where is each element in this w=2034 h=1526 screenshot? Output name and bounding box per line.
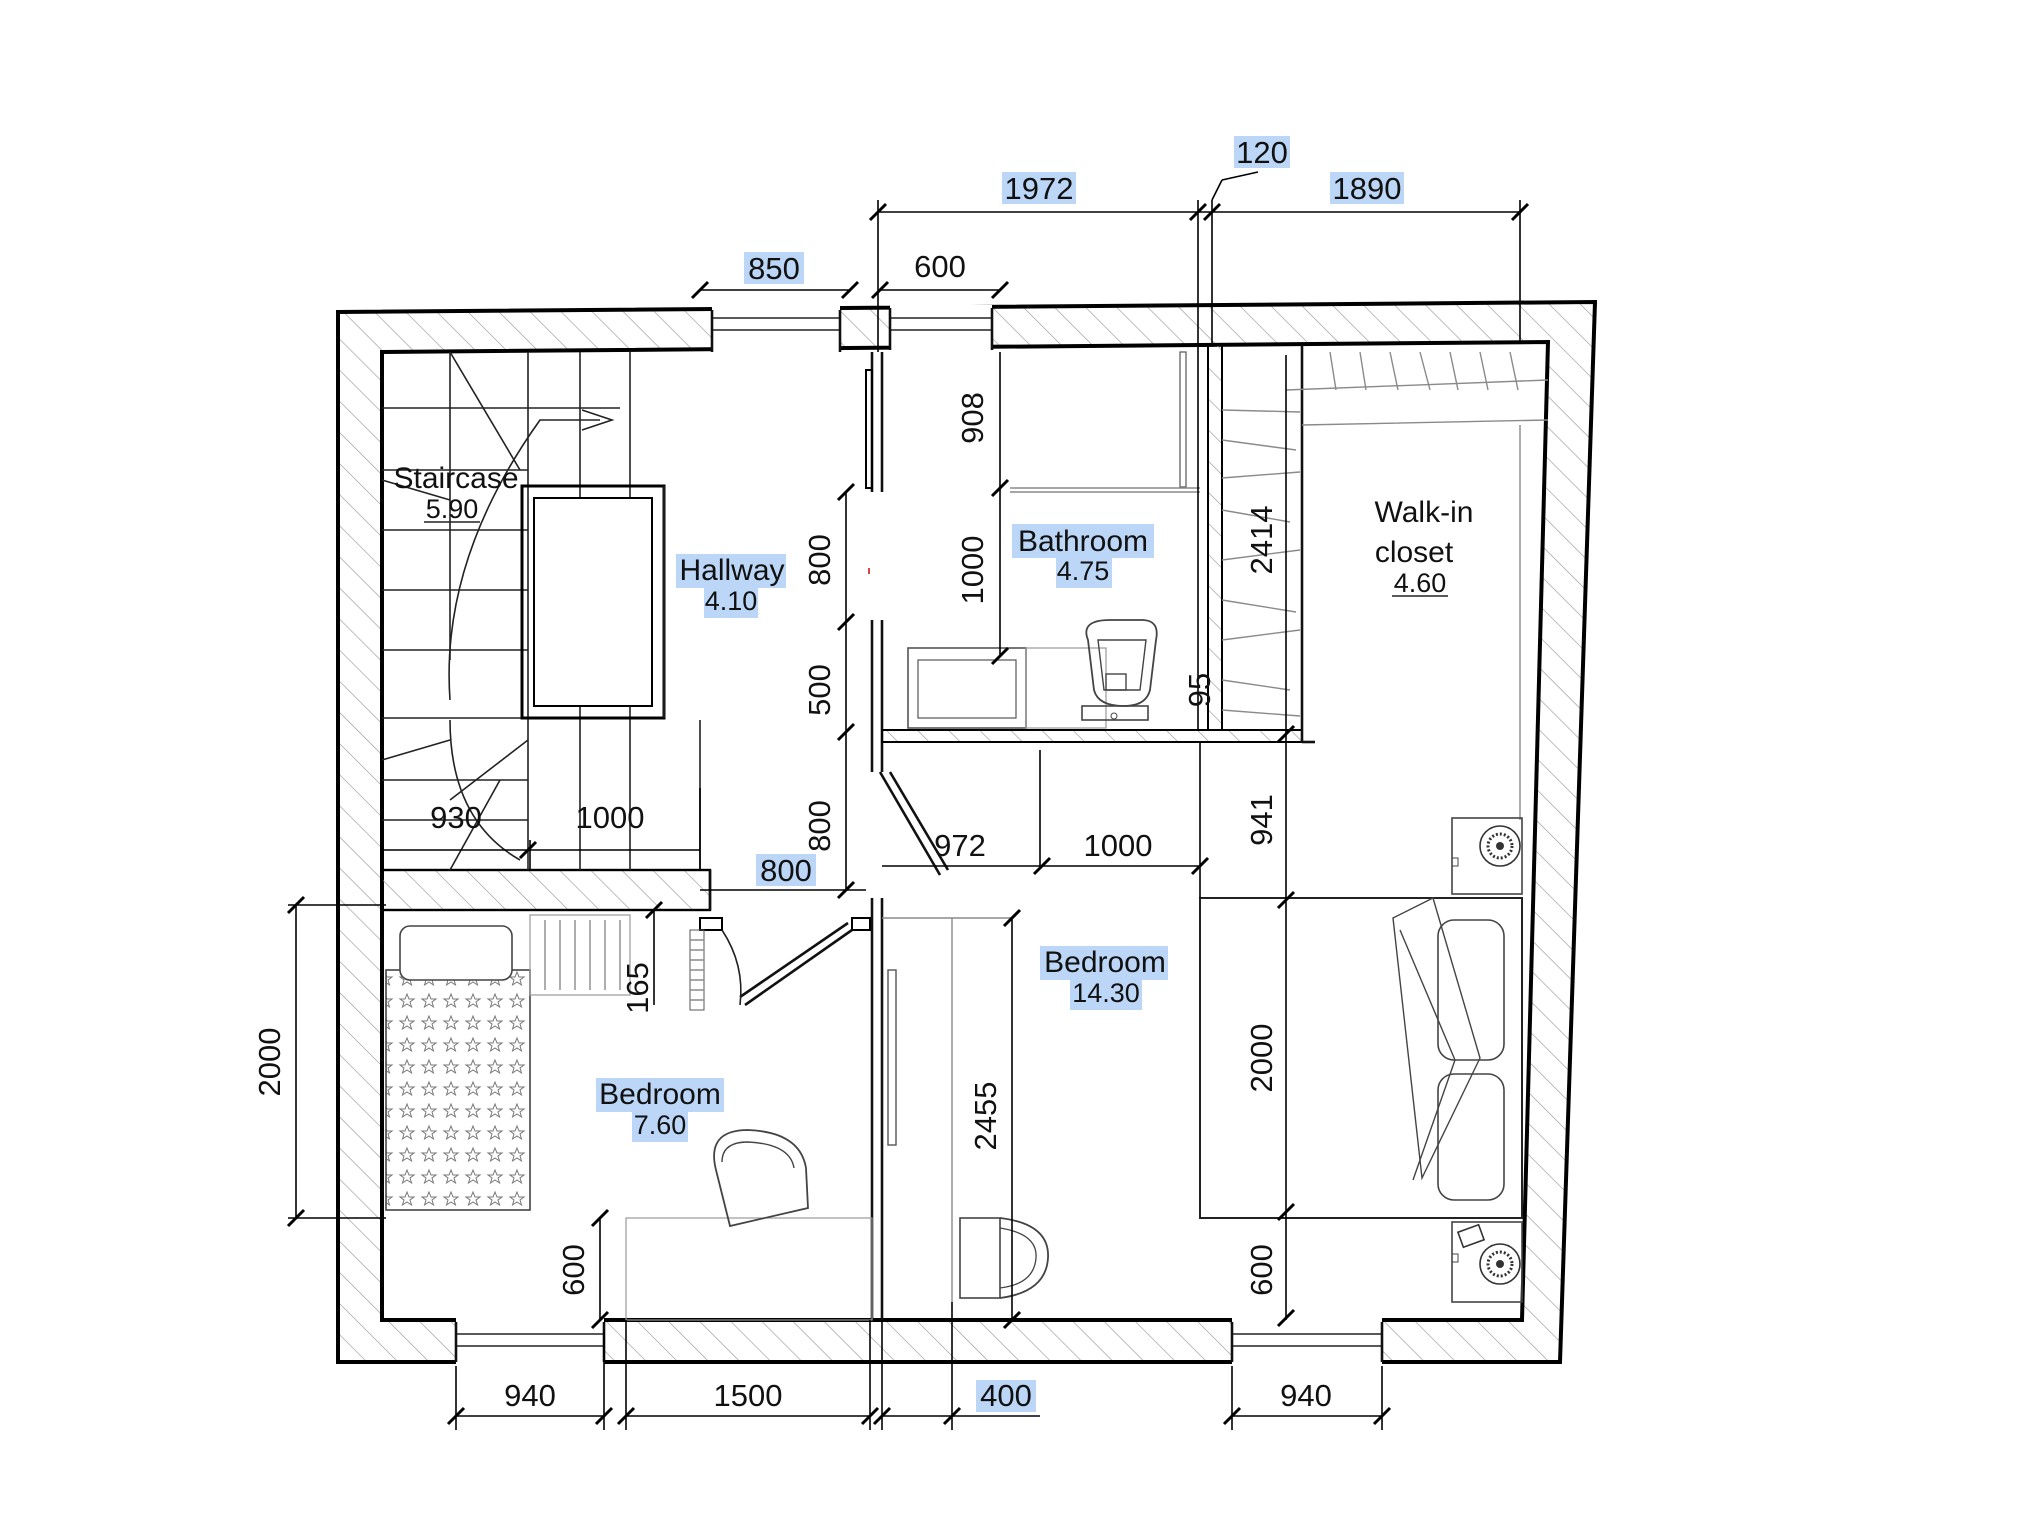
dim-930: 930 <box>430 800 482 835</box>
closet-shelving <box>1221 351 1549 820</box>
dimension-lines <box>286 171 1530 1430</box>
dimension-labels: 120 1972 1890 850 600 908 1000 800 500 8… <box>252 135 1404 1413</box>
exterior-walls <box>336 299 1598 1366</box>
room-labels: Staircase 5.90 Hallway 4.10 Bathroom 4.7… <box>393 462 1473 1142</box>
dim-95: 95 <box>1182 673 1217 707</box>
dim-1972: 1972 <box>1005 171 1074 206</box>
dim-850: 850 <box>748 251 800 286</box>
dim-972: 972 <box>934 828 986 863</box>
toilet-icon <box>1081 619 1158 721</box>
dim-120: 120 <box>1236 135 1288 170</box>
dim-1000-bed: 1000 <box>1084 828 1153 863</box>
doors <box>721 369 1012 1302</box>
dim-2455: 2455 <box>968 1082 1003 1151</box>
staircase-drawing <box>381 351 701 871</box>
dim-941: 941 <box>1244 794 1279 846</box>
lamp-icon <box>1479 1243 1521 1285</box>
room-staircase-name: Staircase <box>393 462 518 495</box>
dim-2000-bed: 2000 <box>1244 1024 1279 1093</box>
vanity-chair-icon <box>959 1217 1049 1299</box>
dim-400: 400 <box>980 1378 1032 1413</box>
room-bedroom-small-name: Bedroom <box>599 1078 721 1111</box>
room-bedroom-large-name: Bedroom <box>1044 946 1166 979</box>
room-bedroom-small-area: 7.60 <box>634 1110 687 1140</box>
dim-800-door: 800 <box>760 853 812 888</box>
bathroom-fixtures <box>868 351 1200 729</box>
dim-600-bed: 600 <box>1244 1244 1279 1296</box>
phone-icon <box>1456 1223 1486 1249</box>
dim-940-right: 940 <box>1280 1378 1332 1413</box>
dim-2414: 2414 <box>1244 506 1279 575</box>
double-bed <box>1199 897 1523 1219</box>
single-bed <box>385 969 531 1211</box>
room-bedroom-large-area: 14.30 <box>1072 978 1140 1008</box>
room-hallway-name: Hallway <box>679 554 784 587</box>
dim-500: 500 <box>802 664 837 716</box>
room-bathroom-name: Bathroom <box>1018 525 1148 558</box>
room-walkin-name-line2: closet <box>1375 536 1454 569</box>
dim-908: 908 <box>955 392 990 444</box>
dim-1500: 1500 <box>714 1378 783 1413</box>
chair-icon <box>713 1129 809 1228</box>
dim-1000-bath: 1000 <box>955 536 990 605</box>
dim-800-upper: 800 <box>802 534 837 586</box>
dim-600-top: 600 <box>914 249 966 284</box>
room-walkin-name-line1: Walk-in <box>1375 496 1474 529</box>
dim-1890: 1890 <box>1333 171 1402 206</box>
dim-165: 165 <box>620 962 655 1014</box>
dim-2000-left: 2000 <box>252 1028 287 1097</box>
dim-600-small: 600 <box>556 1244 591 1296</box>
room-hallway-area: 4.10 <box>705 586 758 616</box>
lamp-icon <box>1479 825 1521 867</box>
dim-800-lower: 800 <box>802 800 837 852</box>
desk <box>625 1217 873 1321</box>
room-walkin-area: 4.60 <box>1394 568 1447 598</box>
small-bedroom-furniture <box>385 914 873 1321</box>
dim-1000-stair: 1000 <box>576 800 645 835</box>
room-bathroom-area: 4.75 <box>1057 556 1110 586</box>
large-bedroom-furniture <box>959 817 1523 1303</box>
room-staircase-area: 5.90 <box>426 494 479 524</box>
dim-940-left: 940 <box>504 1378 556 1413</box>
interior-walls <box>380 344 1304 1320</box>
